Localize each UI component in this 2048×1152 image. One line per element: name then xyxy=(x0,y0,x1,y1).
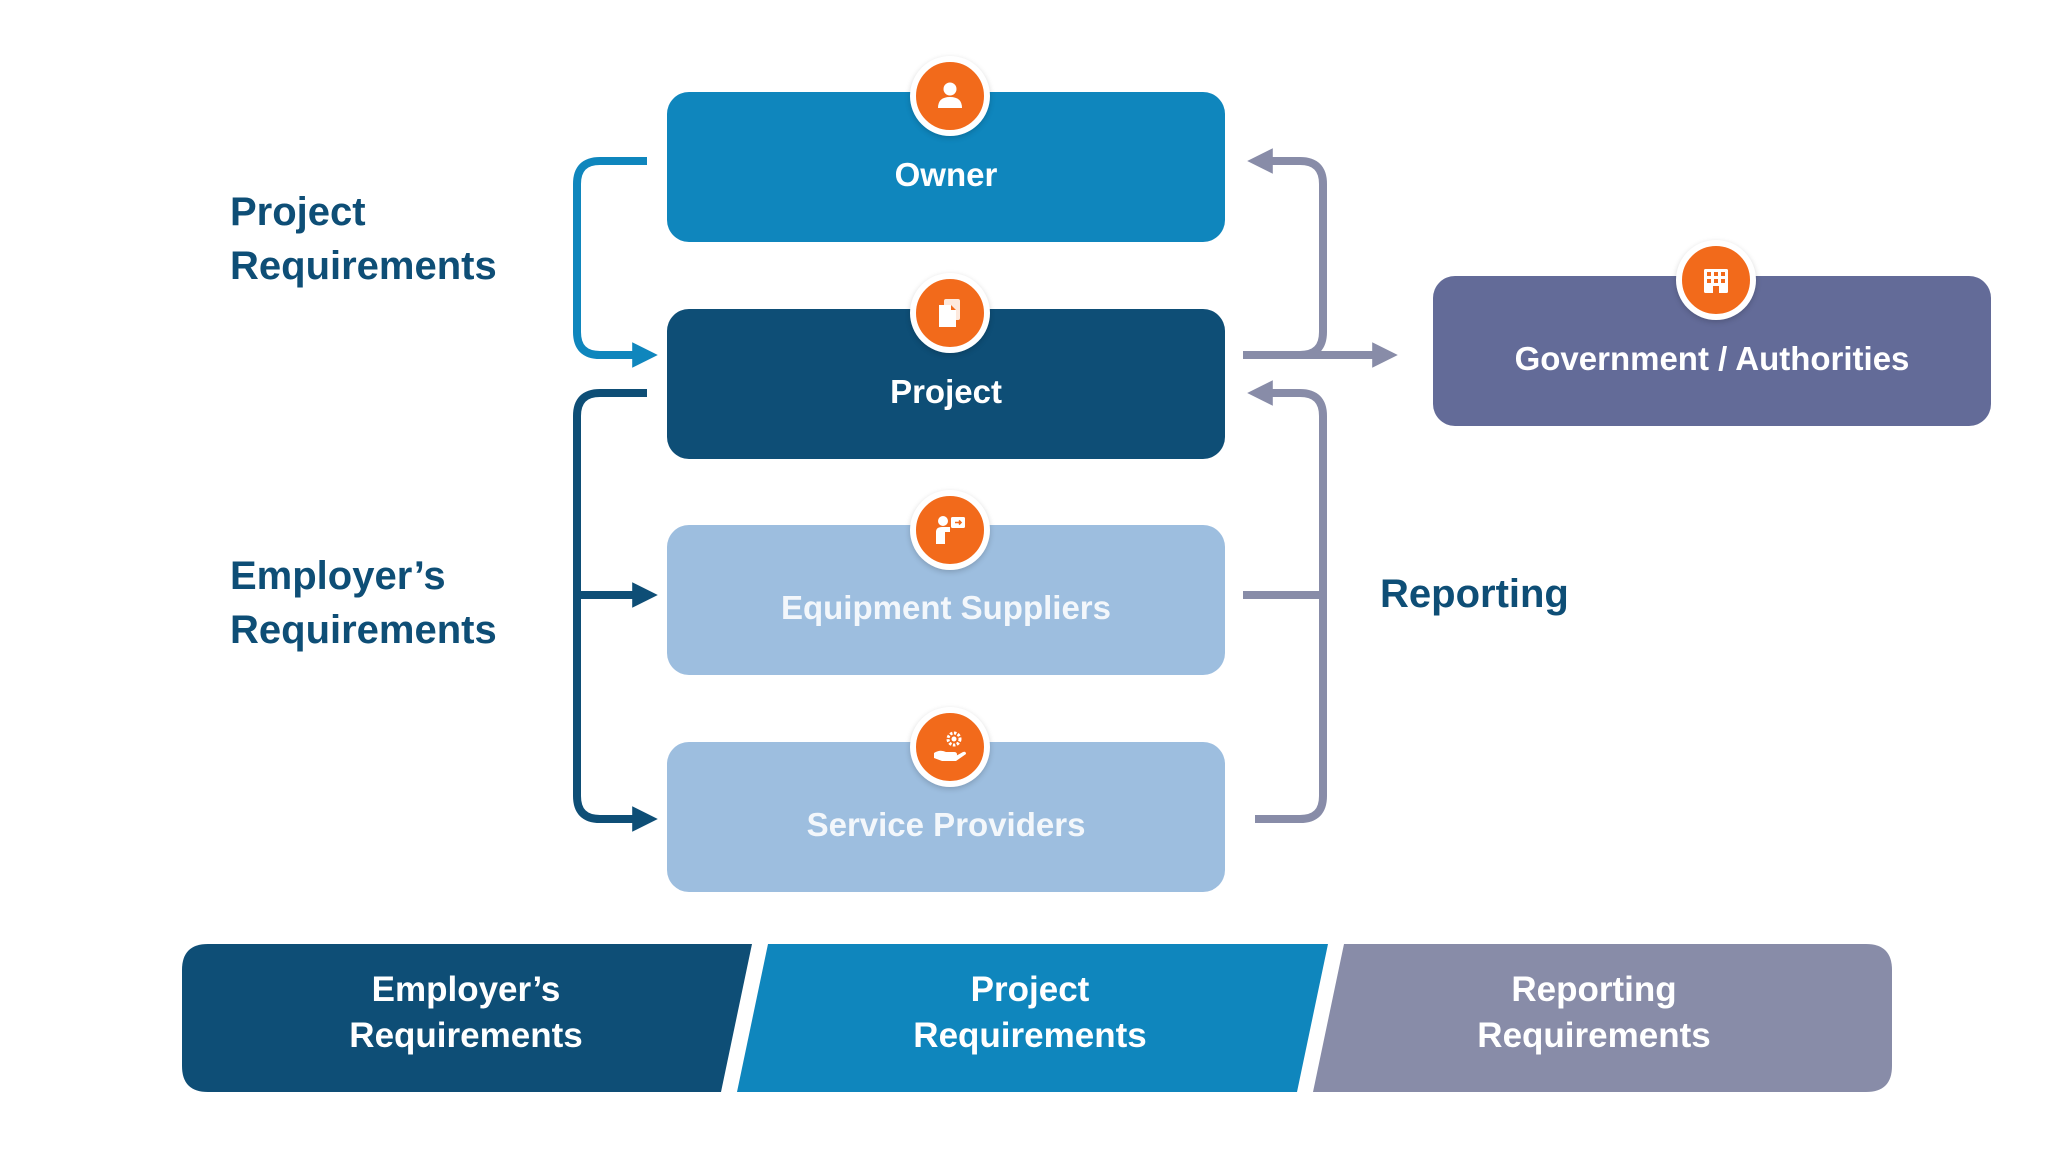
band-segment-employers xyxy=(182,944,752,1092)
project-requirements-line1: Project xyxy=(230,190,366,234)
building-icon xyxy=(1676,240,1756,320)
service-providers-label: Service Providers xyxy=(806,806,1086,843)
project-label: Project xyxy=(890,373,1002,410)
band-segment-reporting xyxy=(1313,944,1892,1092)
reporting-project-to-owner-connector xyxy=(1243,148,1327,359)
band-employers-line1: Employer’s xyxy=(371,970,561,1009)
documents-icon xyxy=(910,273,990,353)
band-employers-line2: Requirements xyxy=(349,1016,583,1055)
employers-requirements-connector xyxy=(573,389,658,832)
presenter-icon xyxy=(910,490,990,570)
project-requirements-line2: Requirements xyxy=(230,244,497,288)
owner-label: Owner xyxy=(894,156,998,193)
employers-requirements-label: Employer’s Requirements xyxy=(230,549,560,657)
band-project-requirements: Project Requirements xyxy=(820,967,1240,1059)
band-reporting-line2: Requirements xyxy=(1477,1016,1711,1055)
project-node: Project xyxy=(667,309,1225,459)
equipment-suppliers-label: Equipment Suppliers xyxy=(780,589,1112,626)
band-employers-requirements: Employer’s Requirements xyxy=(256,967,676,1059)
band-reporting-requirements: Reporting Requirements xyxy=(1384,967,1804,1059)
person-icon xyxy=(910,56,990,136)
employers-requirements-line2: Requirements xyxy=(230,608,497,652)
reporting-suppliers-to-project-connector xyxy=(1247,380,1327,823)
band-reporting-line1: Reporting xyxy=(1511,970,1677,1009)
project-requirements-connector xyxy=(573,157,658,368)
band-segment-project xyxy=(737,944,1328,1092)
government-authorities-label: Government / Authorities xyxy=(1514,340,1910,377)
employers-requirements-line1: Employer’s xyxy=(230,554,446,598)
project-requirements-label: Project Requirements xyxy=(230,185,560,293)
band-project-line1: Project xyxy=(970,970,1090,1009)
reporting-label: Reporting xyxy=(1380,572,1569,616)
band-project-line2: Requirements xyxy=(913,1016,1147,1055)
hand-gear-icon xyxy=(910,707,990,787)
